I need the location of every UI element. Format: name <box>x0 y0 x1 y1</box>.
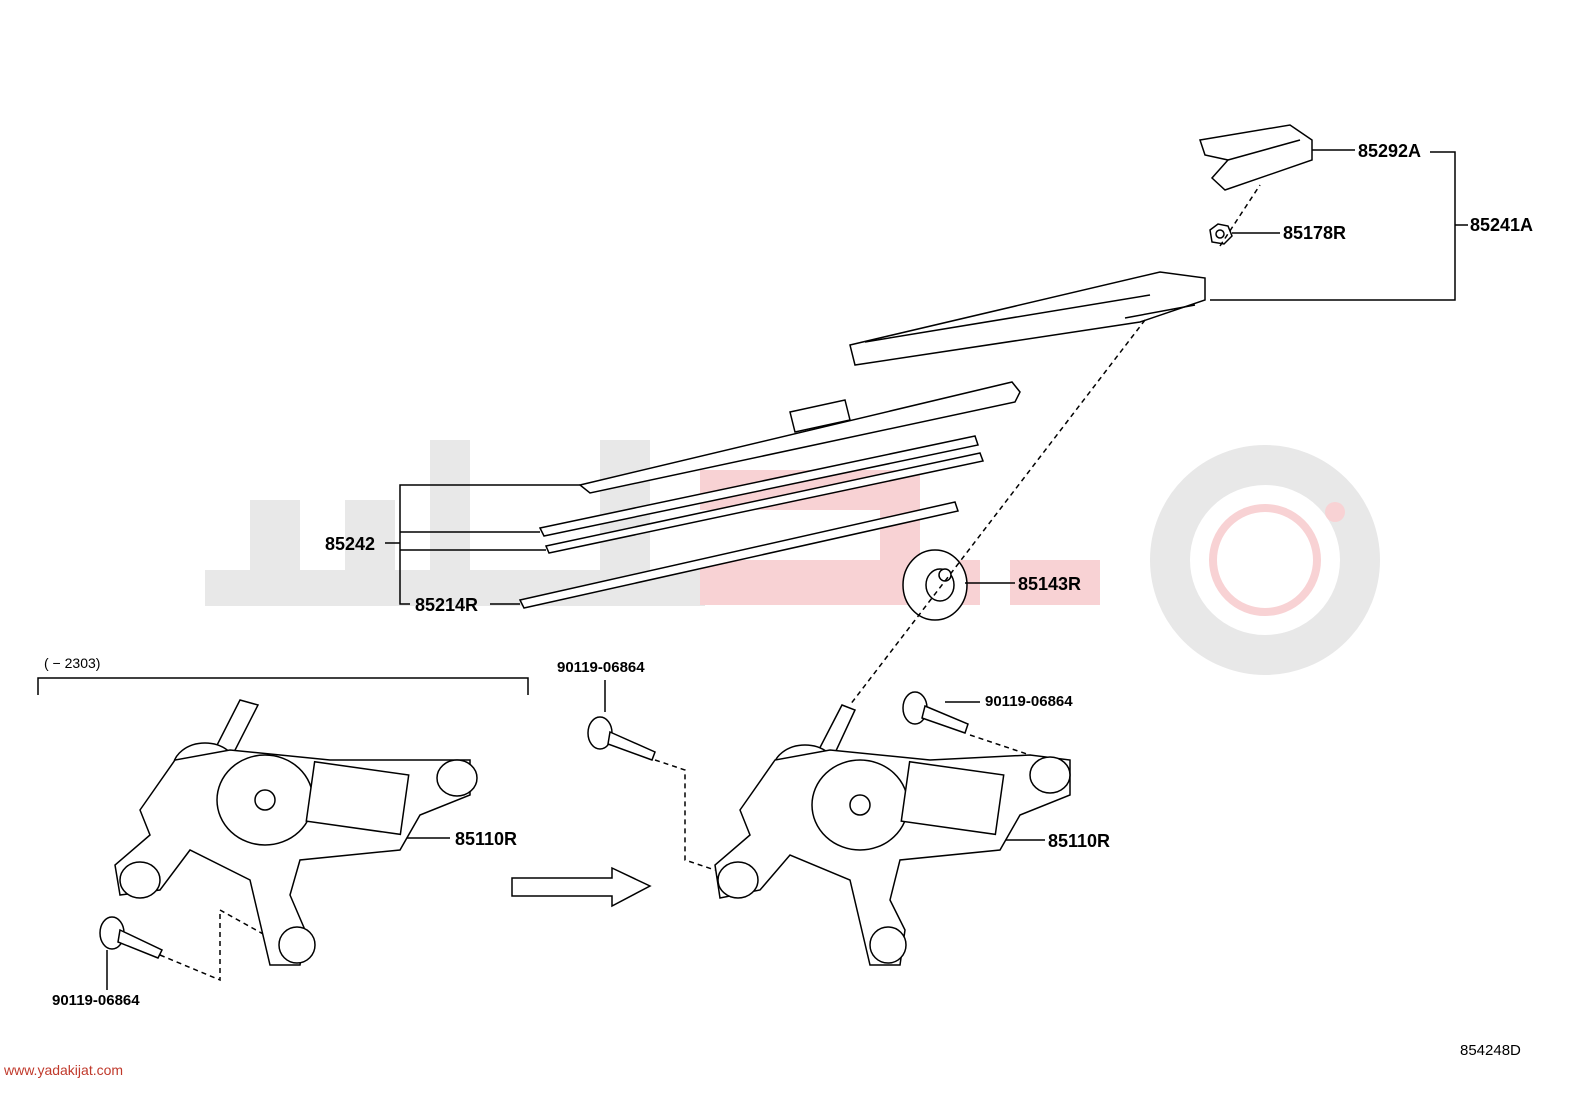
bolt-left <box>99 916 164 959</box>
label-nut: 85178R <box>1283 223 1347 243</box>
label-motor-right: 85110R <box>1048 831 1111 851</box>
assembly-lines <box>159 184 1261 982</box>
label-arm-assy: 85241A <box>1470 215 1534 235</box>
diagram-code: 854248D <box>1460 1042 1521 1059</box>
label-blade: 85242 <box>325 534 376 554</box>
label-pivot-cap: 85143R <box>1018 574 1082 594</box>
label-bolt-left: 90119-06864 <box>52 992 140 1009</box>
label-motor-left: 85110R <box>455 829 518 849</box>
wiper-motor-right <box>714 704 1071 966</box>
wiper-arm-cap <box>1199 124 1313 191</box>
leader-lines <box>37 149 1468 990</box>
pivot-cap <box>902 549 968 621</box>
wiper-motor-left <box>114 699 478 966</box>
watermark-url: www.yadakijat.com <box>4 1062 124 1078</box>
watermark-logo <box>205 440 1380 675</box>
transition-arrow <box>511 866 652 908</box>
wiper-arm <box>849 271 1206 366</box>
label-cap: 85292A <box>1358 141 1422 161</box>
bolt-right <box>902 691 969 734</box>
label-bolt-right: 90119-06864 <box>985 693 1073 710</box>
range-note: ( − 2303) <box>44 655 101 671</box>
wiper-blade <box>518 381 1021 609</box>
nut <box>1209 223 1233 245</box>
bolt-mid <box>587 716 656 761</box>
label-rubber: 85214R <box>415 595 479 615</box>
label-bolt-mid: 90119-06864 <box>557 659 645 676</box>
